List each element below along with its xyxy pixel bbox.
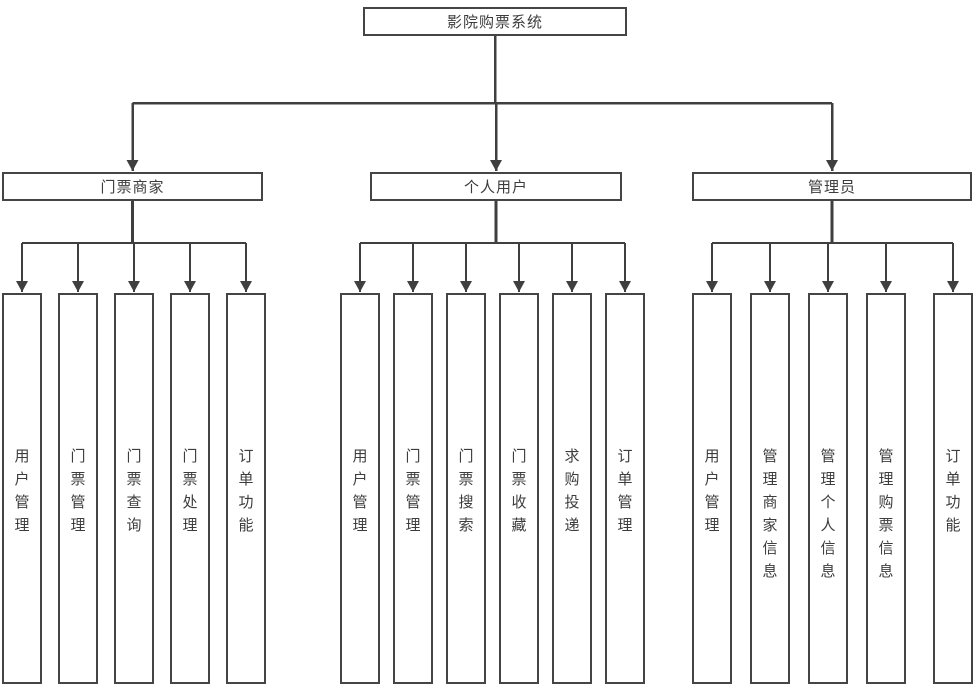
node-label: 个人用户 <box>463 179 528 196</box>
leaf-label: 管理购票信息 <box>878 448 894 580</box>
leaf-label: 订单功能 <box>945 448 961 534</box>
leaf-node-merchant-1[interactable]: 门票管理 <box>58 293 98 684</box>
leaf-node-individual-user-2[interactable]: 门票搜索 <box>446 293 486 684</box>
leaf-label: 门票收藏 <box>511 448 527 534</box>
leaf-label: 门票处理 <box>182 448 198 534</box>
node-label: 管理员 <box>807 179 856 196</box>
leaf-node-merchant-3[interactable]: 门票处理 <box>170 293 210 684</box>
node-label: 门票商家 <box>100 179 165 196</box>
leaf-label: 管理商家信息 <box>762 448 778 580</box>
leaf-label: 求购投递 <box>564 448 580 534</box>
leaf-node-individual-user-4[interactable]: 求购投递 <box>552 293 592 684</box>
leaf-label: 用户管理 <box>352 448 368 534</box>
leaf-node-individual-user-3[interactable]: 门票收藏 <box>499 293 539 684</box>
leaf-node-individual-user-0[interactable]: 用户管理 <box>340 293 380 684</box>
root-node[interactable]: 影院购票系统 <box>363 7 627 36</box>
leaf-label: 门票管理 <box>70 448 86 534</box>
leaf-label: 订单功能 <box>238 448 254 534</box>
leaf-label: 管理个人信息 <box>820 448 836 580</box>
leaf-node-merchant-2[interactable]: 门票查询 <box>114 293 154 684</box>
leaf-label: 用户管理 <box>704 448 720 534</box>
branch-node-administrator[interactable]: 管理员 <box>692 172 972 201</box>
leaf-node-merchant-0[interactable]: 用户管理 <box>2 293 42 684</box>
leaf-label: 订单管理 <box>617 448 633 534</box>
branch-node-merchant[interactable]: 门票商家 <box>2 172 263 201</box>
node-label: 影院购票系统 <box>446 14 543 31</box>
leaf-node-administrator-0[interactable]: 用户管理 <box>692 293 732 684</box>
branch-node-individual-user[interactable]: 个人用户 <box>370 172 622 201</box>
leaf-node-individual-user-1[interactable]: 门票管理 <box>393 293 433 684</box>
leaf-node-merchant-4[interactable]: 订单功能 <box>226 293 266 684</box>
leaf-label: 门票管理 <box>405 448 421 534</box>
leaf-node-administrator-3[interactable]: 管理购票信息 <box>866 293 906 684</box>
leaf-node-administrator-1[interactable]: 管理商家信息 <box>750 293 790 684</box>
leaf-label: 用户管理 <box>14 448 30 534</box>
leaf-node-administrator-4[interactable]: 订单功能 <box>933 293 973 684</box>
leaf-label: 门票查询 <box>126 448 142 534</box>
leaf-node-individual-user-5[interactable]: 订单管理 <box>605 293 645 684</box>
leaf-node-administrator-2[interactable]: 管理个人信息 <box>808 293 848 684</box>
leaf-label: 门票搜索 <box>458 448 474 534</box>
